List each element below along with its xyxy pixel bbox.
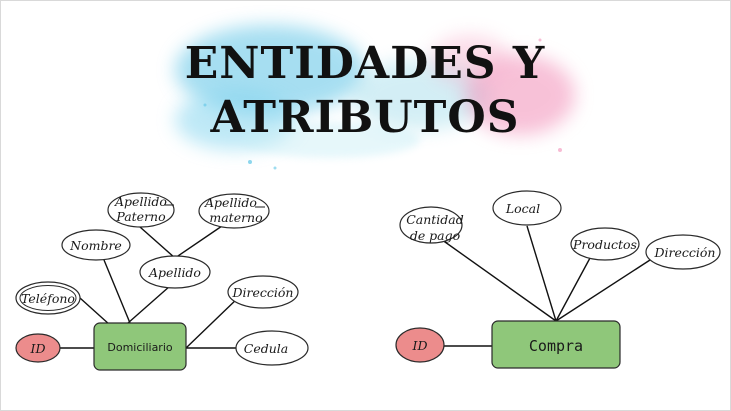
- attribute-apellido-materno-line2: materno: [209, 210, 262, 225]
- attribute-local-label: Local: [505, 201, 540, 216]
- connector-apellido: [127, 285, 171, 324]
- attribute-cedula: Cedula: [235, 330, 309, 366]
- connector-local: [526, 225, 557, 322]
- connector-productos: [555, 257, 591, 322]
- connector-cantidad: [437, 236, 557, 322]
- attribute-direccion-left-label: Dirección: [232, 285, 294, 300]
- connector-apellido-materno: [174, 225, 223, 259]
- connector-direccion: [185, 295, 241, 349]
- attribute-productos: Productos: [570, 227, 640, 261]
- attribute-id-right: ID: [395, 327, 445, 363]
- attribute-cedula-label: Cedula: [244, 341, 288, 356]
- connector-telefono: [79, 297, 111, 326]
- entity-domiciliario: Domiciliario: [93, 322, 187, 371]
- attribute-apellido-label: Apellido: [148, 265, 201, 280]
- attribute-id-left: ID: [15, 333, 61, 363]
- attribute-apellido-materno: Apellido materno: [198, 193, 270, 229]
- attribute-apellido-paterno-line2: Paterno: [115, 209, 165, 224]
- connector-nombre: [103, 259, 131, 324]
- attribute-apellido: Apellido: [139, 255, 211, 289]
- attribute-nombre: Nombre: [61, 229, 131, 261]
- attribute-apellido-paterno-line1: Apellido: [114, 194, 167, 209]
- attribute-telefono-label: Teléfono: [21, 291, 75, 306]
- diagram-compra: [437, 225, 651, 347]
- attribute-id-right-label: ID: [412, 338, 428, 353]
- title-line-2: ATRIBUTOS: [209, 92, 519, 143]
- attribute-telefono: Teléfono: [15, 281, 81, 315]
- attribute-cantidad-line2: de pago: [410, 228, 460, 243]
- connector-apellido-paterno: [139, 226, 176, 259]
- attribute-direccion-right-label: Dirección: [654, 245, 716, 260]
- watercolor-background: [175, 25, 575, 170]
- diagram-domiciliario: [60, 225, 241, 349]
- attribute-nombre-label: Nombre: [69, 238, 122, 253]
- attribute-cantidad-line1: Cantidad: [406, 212, 464, 227]
- connector-direccion-right: [555, 259, 651, 322]
- entity-compra-label: Compra: [529, 337, 583, 355]
- attribute-productos-label: Productos: [572, 237, 637, 252]
- attribute-local: Local: [492, 190, 562, 226]
- attribute-id-left-label: ID: [30, 341, 46, 356]
- title-line-1: ENTIDADES Y: [185, 38, 546, 89]
- attribute-direccion-right: Dirección: [645, 234, 721, 270]
- entity-compra: Compra: [491, 320, 621, 369]
- attribute-cantidad-de-pago: Cantidad de pago: [399, 206, 464, 244]
- attribute-apellido-paterno: Apellido Paterno: [107, 192, 175, 228]
- attribute-apellido-materno-line1: Apellido: [204, 195, 257, 210]
- attribute-direccion-left: Dirección: [227, 275, 299, 309]
- entity-domiciliario-label: Domiciliario: [107, 341, 173, 354]
